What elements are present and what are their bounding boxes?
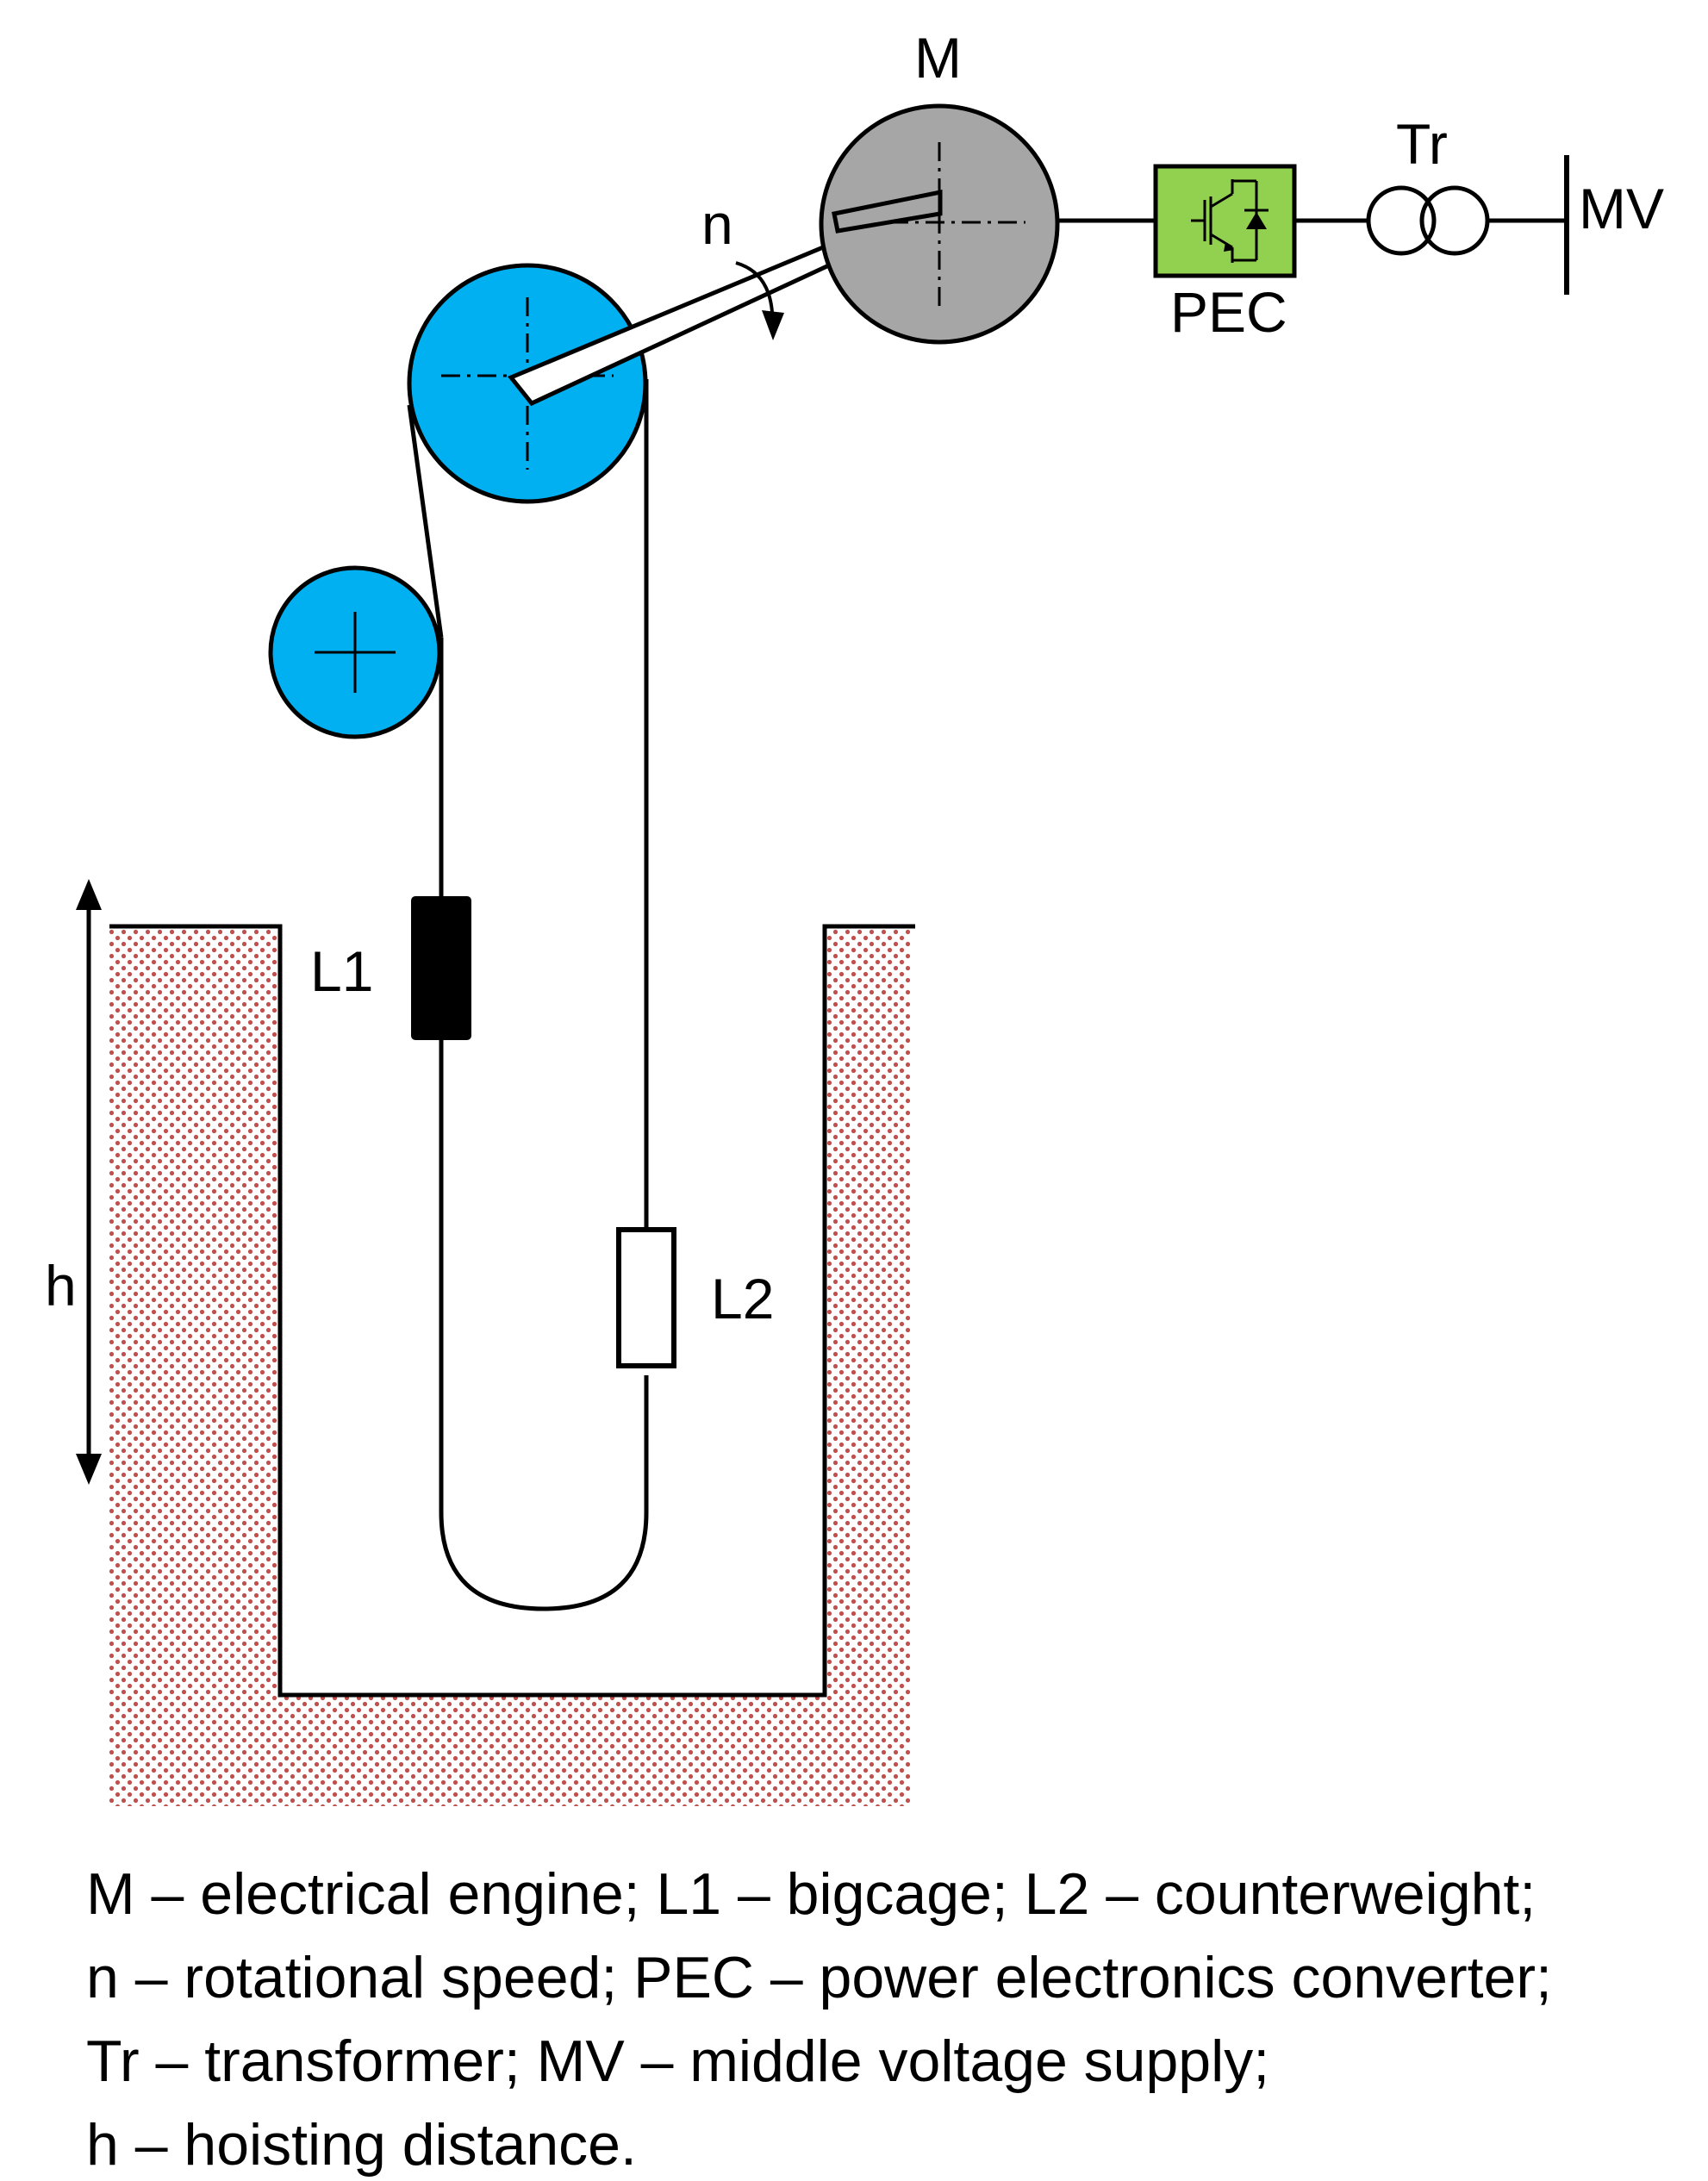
- mine-hoist-diagram: h: [45, 26, 1664, 1806]
- legend-line: h – hoisting distance.: [86, 2112, 637, 2178]
- motor-label: M: [914, 26, 962, 90]
- hoisting-distance-arrow: [76, 879, 102, 1485]
- load-l1-cage: [411, 896, 471, 1040]
- transformer-label: Tr: [1396, 112, 1448, 176]
- hoist-rope: [407, 379, 649, 1611]
- legend-line: Tr – transformer; MV – middle voltage su…: [86, 2028, 1270, 2094]
- legend-line: n – rotational speed; PEC – power electr…: [86, 1945, 1552, 2010]
- load-l2-counterweight: [616, 1227, 676, 1368]
- supply-label: MV: [1579, 177, 1664, 240]
- motor: [819, 103, 1060, 345]
- rotation-arrow: [735, 261, 784, 340]
- mine-shaft: [109, 924, 915, 1806]
- shaft-ground-hatch: [109, 926, 911, 1806]
- legend: M – electrical engine; L1 – bigcage; L2 …: [86, 1853, 1689, 2181]
- load1-label: L1: [310, 939, 373, 1003]
- guide-pulley: [268, 565, 442, 739]
- shaft-outline: [109, 924, 915, 1698]
- converter-block: [1153, 164, 1297, 278]
- height-label: h: [45, 1254, 77, 1318]
- transformer: [1366, 185, 1490, 256]
- load2-label: L2: [711, 1267, 774, 1330]
- legend-line: M – electrical engine; L1 – bigcage; L2 …: [86, 1861, 1537, 1927]
- speed-label: n: [701, 192, 733, 256]
- converter-label: PEC: [1170, 280, 1287, 344]
